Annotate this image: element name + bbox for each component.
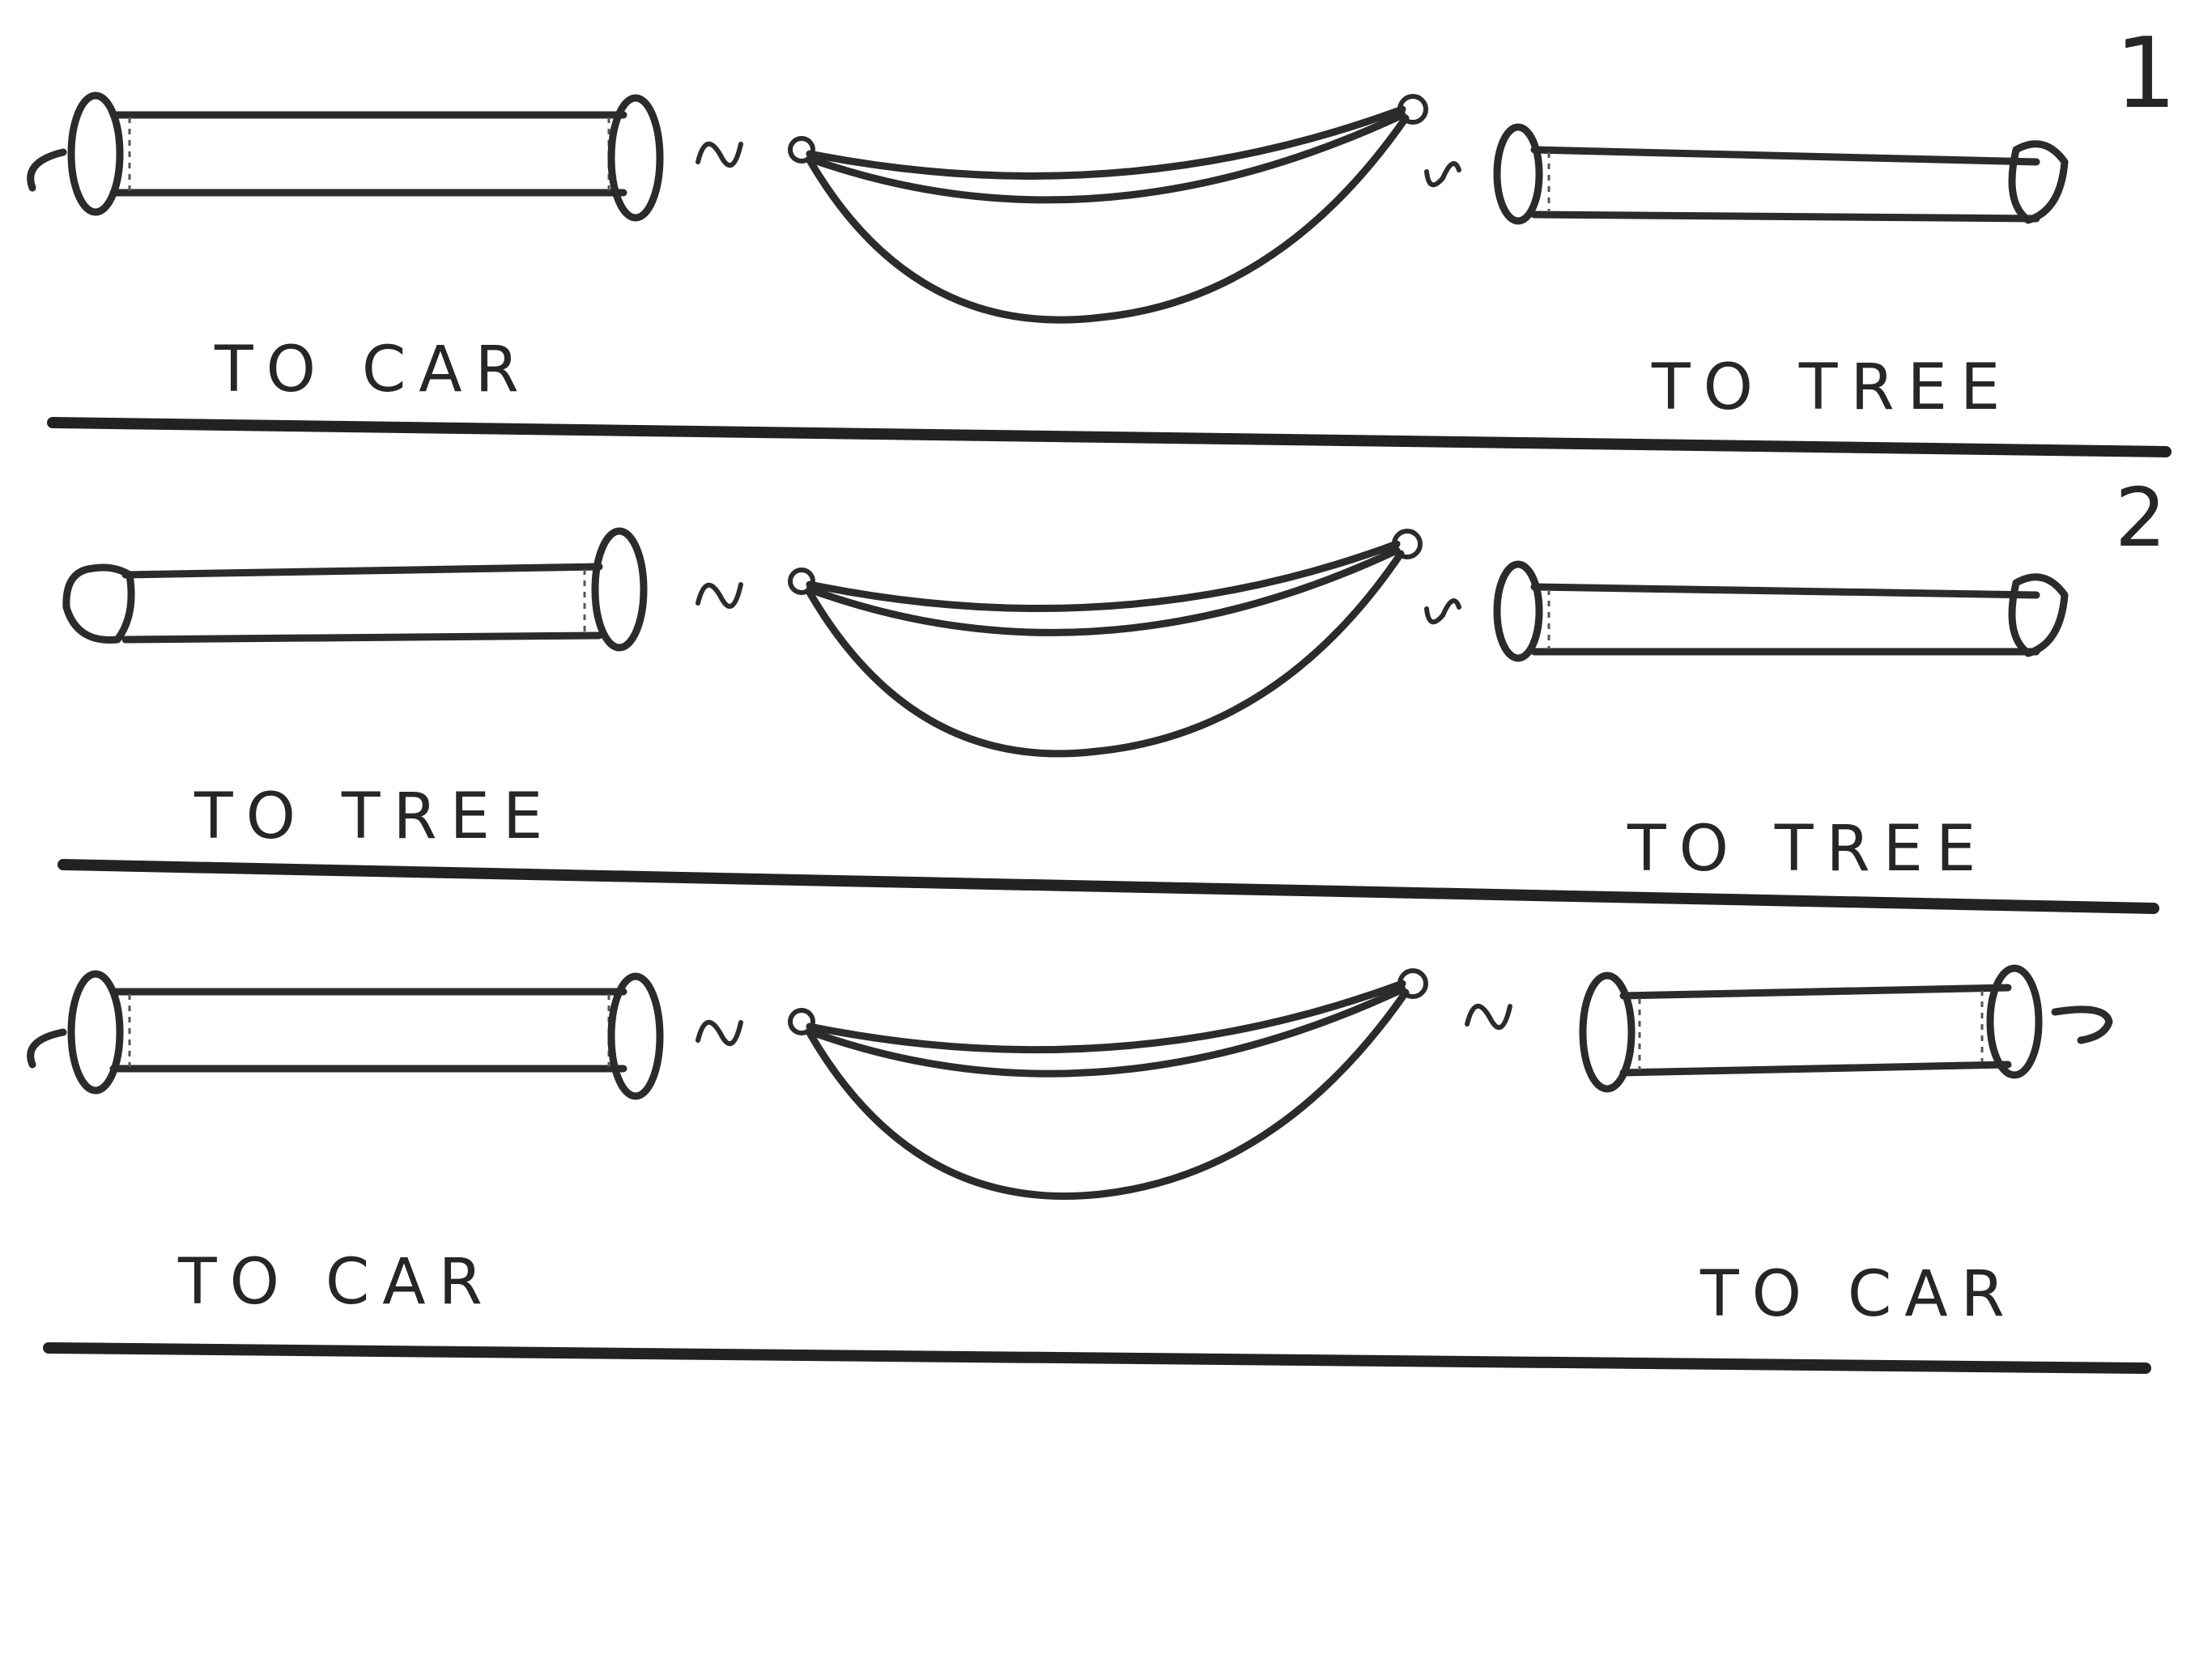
row-1-right-strap [1493, 123, 2069, 225]
row-1-ground-line [47, 417, 2172, 457]
row-1-hammock [788, 94, 1428, 324]
row-2-number: 2 [2115, 470, 2167, 565]
row-3-ground-line [43, 1342, 2151, 1374]
row-1-left-label: TO CAR [215, 334, 532, 406]
row-2-right-strap [1493, 560, 2069, 662]
carabiner-icon [1424, 598, 1461, 625]
strap-end-cap [67, 970, 124, 1095]
row-1-right-label: TO TREE [1652, 351, 2014, 424]
carabiner-icon [1424, 161, 1461, 188]
strap-end-cap [1493, 123, 1543, 225]
row-3-left-label: TO CAR [178, 1246, 496, 1319]
row-3-hammock [788, 968, 1428, 1200]
strap-end-cap [1986, 964, 2043, 1079]
hammock-end-loop [788, 568, 815, 595]
strap-loop-end [62, 563, 135, 644]
row-3-left-strap [27, 970, 664, 1100]
strap-loop-end [2008, 573, 2069, 657]
carabiner-icon [696, 1020, 743, 1047]
strap-body [109, 988, 627, 1073]
strap-end-cap [607, 94, 664, 222]
strap-hook-icon [27, 1028, 67, 1069]
strap-body [1530, 583, 2040, 656]
strap-end-cap [1579, 971, 1636, 1093]
strap-body [1619, 984, 2012, 1077]
carabiner-icon [696, 142, 743, 168]
hammock-end-loop [788, 136, 815, 164]
strap-hook-icon [2051, 1005, 2113, 1044]
carabiner-icon [696, 582, 743, 609]
hammock-end-loop [788, 1008, 815, 1035]
strap-end-cap [607, 972, 664, 1100]
strap-end-cap [1493, 560, 1543, 662]
row-3 [27, 964, 2113, 1200]
row-3-right-label: TO CAR [1700, 1258, 2018, 1331]
row-3-right-strap [1579, 964, 2113, 1093]
row-2 [62, 527, 2069, 758]
carabiner-icon [1465, 1004, 1512, 1031]
strap-body [121, 563, 603, 644]
row-2-left-label: TO TREE [194, 780, 556, 853]
row-2-hammock [788, 529, 1423, 758]
row-2-left-strap [62, 527, 648, 652]
row-2-ground-line [57, 859, 2159, 914]
strap-body [109, 111, 627, 197]
row-1-number: 1 [2115, 18, 2177, 130]
strap-loop-end [2008, 140, 2069, 224]
row-1 [27, 91, 2069, 324]
strap-end-cap [591, 527, 648, 652]
row-1-left-strap [27, 91, 664, 222]
strap-hook-icon [27, 148, 67, 192]
strap-body [1530, 146, 2040, 223]
strap-end-cap [67, 91, 124, 216]
row-2-right-label: TO TREE [1627, 813, 1989, 886]
